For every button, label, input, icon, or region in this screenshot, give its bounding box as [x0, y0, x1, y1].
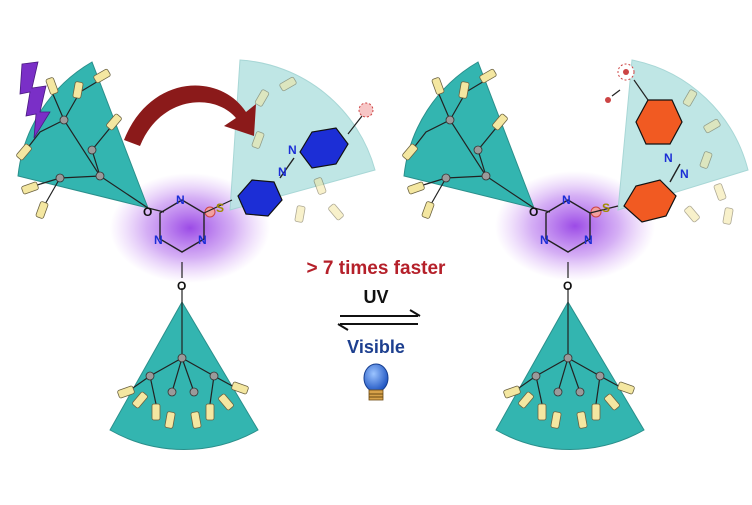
dendron-nodes-top-left — [55, 115, 105, 183]
azo-nitrogen-2: N — [288, 143, 297, 157]
curved-arrow-icon — [124, 85, 256, 146]
dendron-nodes-bottom — [145, 353, 219, 397]
azo-nitrogen-3: N — [680, 167, 689, 181]
oxygen-label-left-right: O — [529, 205, 538, 219]
dendron-wedge-top-left-right — [403, 61, 535, 209]
equilibrium-arrows-icon — [337, 309, 421, 331]
oxygen-label-bottom: O — [177, 279, 186, 293]
sulfur-label-left: S — [216, 201, 224, 215]
nitrogen-label-right: N — [198, 233, 207, 247]
triazine-glow-right — [495, 171, 655, 281]
trans-dendrimer: O O N N N S N N — [15, 59, 376, 451]
nitrogen-label-left-right: N — [540, 233, 549, 247]
nitrogen-label-right-right: N — [584, 233, 593, 247]
lightning-icon — [19, 61, 51, 139]
sulfur-label-right: S — [602, 201, 610, 215]
azo-nitrogen-1: N — [278, 165, 287, 179]
azo-nitrogen-4: N — [664, 151, 673, 165]
visible-label: Visible — [347, 337, 405, 357]
nitrogen-label-top: N — [176, 193, 185, 207]
oxygen-label-bottom-right: O — [563, 279, 572, 293]
nitrogen-label-left: N — [154, 233, 163, 247]
dendron-nodes-right-bottom — [531, 353, 605, 397]
dendron-nodes-right-top-left — [441, 115, 491, 183]
dendron-wedge-bottom — [109, 301, 259, 451]
lightbulb-icon — [363, 363, 389, 401]
cis-azobenzene: N N — [605, 63, 689, 223]
trans-azobenzene: N N — [237, 102, 374, 217]
cis-dendrimer: O O N N N S N N — [401, 59, 749, 451]
nitrogen-label-top-right: N — [562, 193, 571, 207]
speed-label: > 7 times faster — [306, 258, 446, 279]
uv-label: UV — [363, 287, 389, 307]
oxygen-label-left: O — [143, 205, 152, 219]
dendron-wedge-top-left — [17, 61, 149, 209]
dendron-wedge-bottom-right — [495, 301, 645, 451]
dendron-wedge-top-right-faded-right — [617, 59, 749, 211]
